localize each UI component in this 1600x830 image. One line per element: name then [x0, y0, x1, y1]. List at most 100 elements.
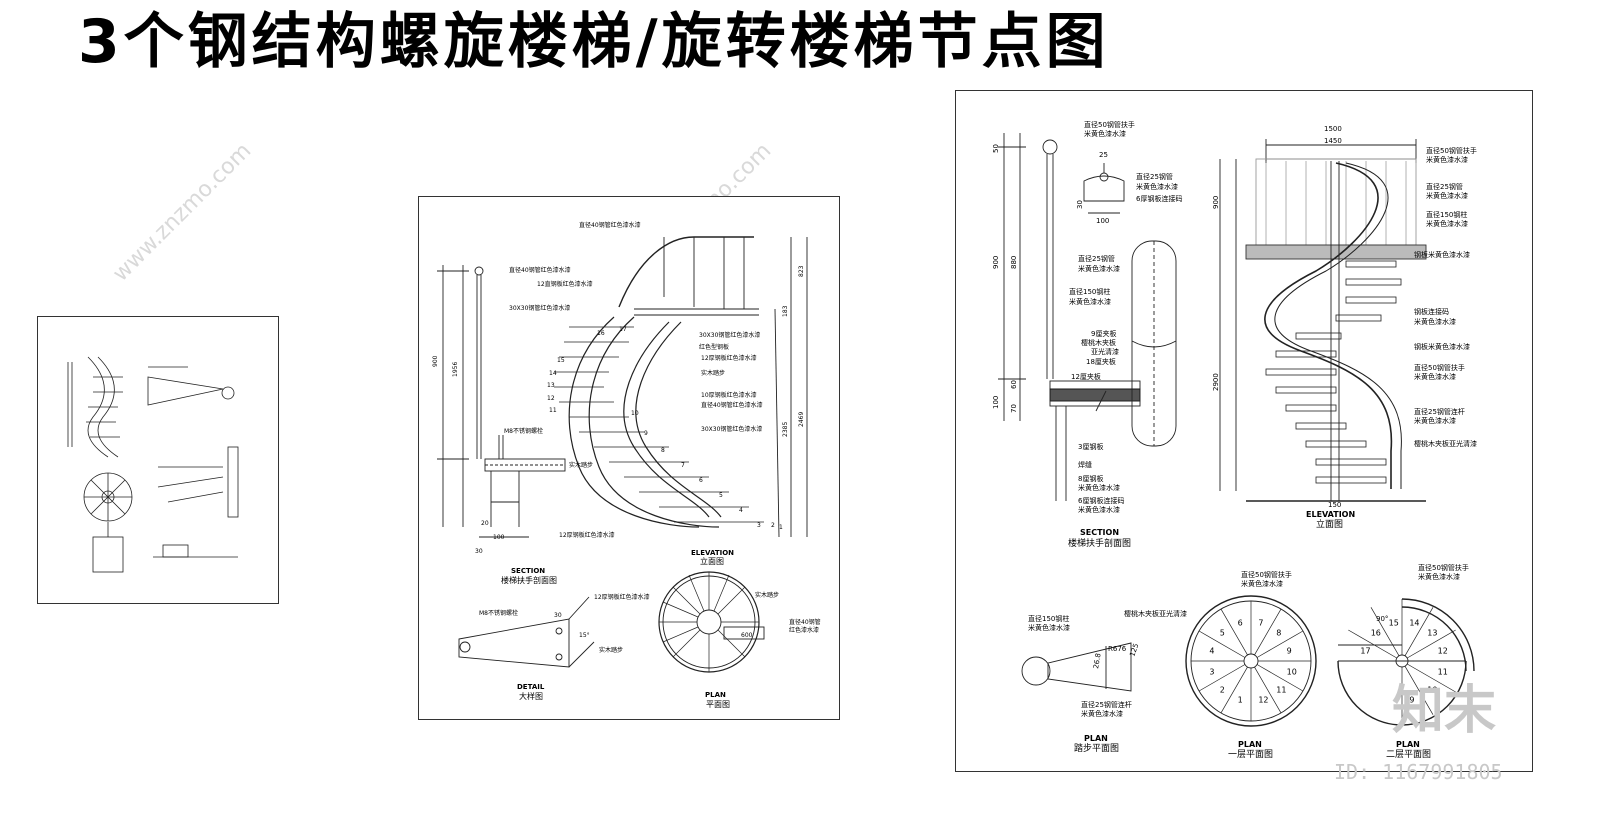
label: 9厘夹板	[1091, 329, 1116, 338]
label: 米黄色漆水漆	[1069, 297, 1111, 306]
drawing-sheet-overview	[37, 316, 279, 604]
step-number: 11	[549, 407, 557, 414]
label: 6厚钢板连接码	[1136, 194, 1182, 203]
tread-line	[1256, 664, 1304, 692]
step-number: 10	[1427, 685, 1437, 694]
step-number: 2	[1220, 685, 1225, 694]
label: 12直钢板红色漆水漆	[537, 280, 593, 288]
elevation-title-cn: 立面图	[1316, 518, 1343, 530]
label: 焊缝	[1078, 460, 1092, 469]
tread-line	[1254, 666, 1282, 714]
plan-title-cn: 一层平面图	[1228, 749, 1273, 760]
dimension: 70	[1010, 404, 1018, 413]
tread-line	[1404, 607, 1434, 656]
tread-line	[1256, 630, 1304, 658]
label: M8不锈钢螺栓	[479, 609, 518, 617]
dimension: 90°	[1376, 615, 1388, 623]
label: 米黄色漆水漆	[1418, 572, 1460, 581]
tread-line	[1407, 629, 1456, 659]
dimension: 125	[1128, 642, 1140, 657]
label: 米黄色漆水漆	[1081, 709, 1123, 718]
page-title: 3个钢结构螺旋楼梯/旋转楼梯节点图	[78, 7, 1110, 77]
brand-logo: 知末	[1392, 681, 1497, 741]
beige-stair-drawing: 直径50钢管扶手 米黄色漆水漆 直径25钢管 米黄色漆水漆 6厚钢板连接码 直径…	[992, 120, 1477, 760]
label: 钢板米黄色漆水漆	[1414, 250, 1470, 259]
label: 3厘钢板	[1078, 442, 1103, 451]
label: 直径25钢管	[1426, 182, 1463, 191]
tread-line	[1220, 666, 1248, 714]
tread-line	[1198, 630, 1246, 658]
label: 30X30钢管红色漆水漆	[701, 425, 762, 433]
label: 樱桃木夹板	[1081, 338, 1116, 347]
tread-line	[1348, 629, 1397, 659]
label: 米黄色漆水漆	[1426, 191, 1468, 200]
label: 直径25钢管连杆	[1414, 407, 1465, 416]
dimension: 25	[1099, 151, 1108, 159]
dimension: 100	[493, 534, 505, 541]
plan-title-en: PLAN	[705, 691, 726, 699]
label: 米黄色漆水漆	[1136, 182, 1178, 191]
step-number: 8	[661, 447, 665, 454]
label: 亚光清漆	[1091, 347, 1119, 356]
step-number: 5	[1220, 629, 1225, 638]
label: 米黄色漆水漆	[1426, 155, 1468, 164]
step-number: 11	[1276, 685, 1286, 694]
label: 米黄色漆水漆	[1078, 505, 1120, 514]
label: 米黄色漆水漆	[1084, 129, 1126, 138]
dimension: 2469	[798, 412, 805, 427]
label: 直径150钢柱	[1426, 210, 1467, 219]
step-number: 7	[1258, 618, 1263, 627]
section-title-cn: 楼梯扶手剖面图	[501, 575, 557, 585]
dimension: 183	[782, 305, 789, 317]
section-title-cn: 楼梯扶手剖面图	[1068, 537, 1131, 549]
plan-title-cn: 踏步平面图	[1074, 742, 1119, 754]
label: 直径50钢管扶手	[1418, 563, 1469, 572]
step-number: 11	[1438, 667, 1448, 676]
dimension: 20	[481, 520, 489, 527]
dimension: 30	[1076, 200, 1084, 209]
label: 直径50钢管扶手	[1241, 570, 1292, 579]
step-number: 3	[1209, 667, 1214, 676]
step-number: 9	[1409, 696, 1414, 705]
dimension: 30	[475, 548, 483, 555]
tread-line	[1220, 608, 1248, 656]
label: 直径50钢管扶手	[1084, 120, 1135, 129]
step-number: 10	[631, 410, 639, 417]
label: 直径50钢管扶手	[1426, 146, 1477, 155]
label: 实木踏步	[701, 369, 725, 377]
dimension: 600	[741, 632, 753, 639]
dimension: 823	[798, 265, 805, 277]
plan-title-en: PLAN	[1084, 734, 1108, 743]
tread-line	[1254, 608, 1282, 656]
step-number: 10	[1287, 667, 1297, 676]
dimension: 2385	[782, 422, 789, 437]
label: 米黄色漆水漆	[1078, 264, 1120, 273]
step-number: 4	[739, 507, 743, 514]
label: 钢板连接码	[1414, 307, 1449, 316]
label: 8厘钢板	[1078, 474, 1103, 483]
step-number: 1	[779, 524, 783, 531]
label: 米黄色漆水漆	[1414, 372, 1456, 381]
dimension: 100	[1096, 217, 1109, 225]
plan-title-cn: 二层平面图	[1386, 749, 1431, 760]
dimension: 900	[432, 355, 439, 367]
dimension: 15°	[579, 632, 590, 639]
label: 樱桃木夹板亚光清漆	[1124, 609, 1187, 618]
label: 30X30钢管红色漆水漆	[699, 331, 760, 339]
label: 30X30钢管红色漆水漆	[509, 304, 570, 312]
label: 实木踏步	[599, 646, 623, 654]
dimension: 900	[992, 256, 1000, 269]
step-number: 15	[557, 357, 565, 364]
label: 10厚钢板红色漆水漆	[701, 391, 757, 399]
step-number: 6	[699, 477, 703, 484]
step-number: 7	[681, 462, 685, 469]
label: 18厘夹板	[1086, 357, 1116, 366]
label: 直径40钢管红色漆水漆	[701, 401, 763, 409]
drawing-sheet-red-stair: 直径40钢管红色漆水漆 直径40钢管红色漆水漆 12直钢板红色漆水漆 30X30…	[418, 196, 840, 720]
label: 米黄色漆水漆	[1414, 416, 1456, 425]
step-number: 17	[1360, 647, 1370, 656]
detail-title-en: DETAIL	[517, 683, 545, 691]
dimension: R676	[1108, 645, 1127, 653]
step-number: 14	[1409, 618, 1419, 627]
label: 实木踏步	[569, 461, 593, 469]
